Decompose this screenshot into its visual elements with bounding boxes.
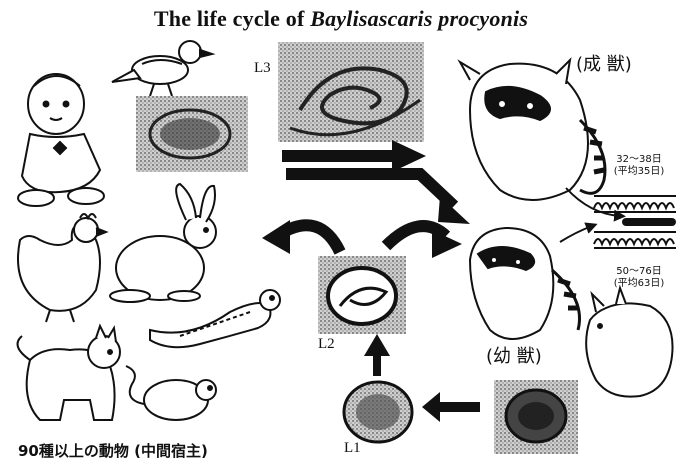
intestine-diagram-upper xyxy=(594,196,676,212)
egg-micrograph-shed xyxy=(494,380,578,454)
juvenile-period-range: 50～76日 xyxy=(606,266,672,278)
juvenile-prepatent-period: 50～76日 (平均63日) xyxy=(606,266,672,290)
juvenile-raccoon-illustration xyxy=(470,228,580,339)
label-l3: L3 xyxy=(254,60,271,77)
intestine-diagram-lower xyxy=(594,232,676,248)
rabbit-illustration xyxy=(110,184,216,302)
l3-larva-micrograph xyxy=(278,42,424,142)
label-l2: L2 xyxy=(318,336,335,353)
l1-egg-micrograph xyxy=(344,382,412,442)
hen-illustration xyxy=(18,214,106,322)
human-infant-illustration xyxy=(18,74,104,206)
adult-prepatent-period: 32～38日 (平均35日) xyxy=(606,154,672,178)
dog-illustration-left xyxy=(18,326,121,420)
arrow-egg-to-l1 xyxy=(422,392,480,422)
arrow-to-juvenile xyxy=(286,174,470,224)
adult-raccoon-illustration xyxy=(460,60,605,200)
dog-illustration-right xyxy=(586,288,672,397)
label-juvenile: (幼 獣) xyxy=(486,342,542,368)
bird-illustration xyxy=(112,41,212,96)
arrow-l1-to-l2 xyxy=(364,334,390,376)
arrow-to-adult xyxy=(282,140,426,172)
adult-period-range: 32～38日 xyxy=(606,154,672,166)
label-l1: L1 xyxy=(344,440,361,457)
juvenile-intestine-arrow xyxy=(560,226,592,242)
l2-egg-micrograph xyxy=(318,256,406,334)
label-adult: (成 獣) xyxy=(576,50,632,76)
mouse-illustration xyxy=(126,366,216,420)
label-intermediate-hosts: 90種以上の動物 (中間宿主) xyxy=(18,440,208,461)
adult-period-average: (平均35日) xyxy=(606,166,672,178)
curved-arrow-to-hosts-head xyxy=(262,220,290,254)
egg-micrograph-upper xyxy=(136,96,248,172)
juvenile-period-average: (平均63日) xyxy=(606,278,672,290)
